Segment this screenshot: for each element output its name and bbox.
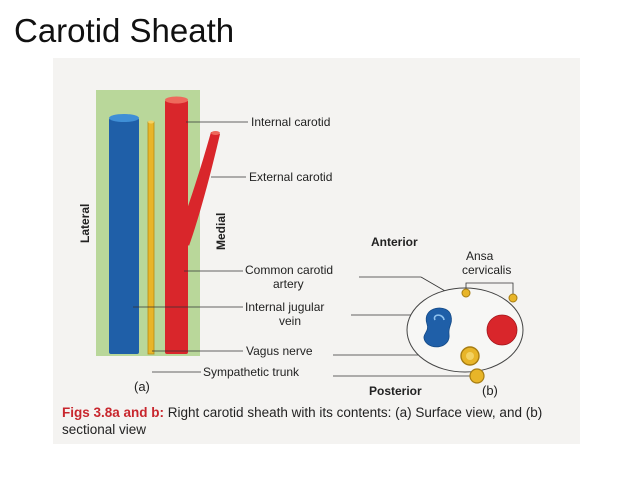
figure-caption-text: Right carotid sheath with its contents: …: [62, 405, 543, 437]
internal-jugular-label: Internal jugular: [245, 300, 324, 314]
surface-view-leader-lines: [133, 121, 248, 373]
slide-title: Carotid Sheath: [14, 12, 235, 49]
posterior-label: Posterior: [369, 384, 422, 398]
common-carotid-artery-shape: [165, 100, 188, 354]
internal-jugular-vein-section: [423, 307, 452, 348]
figure-drawing: Lateral Medial Internal carotid External…: [78, 90, 524, 398]
vagus-nerve-section-center: [466, 352, 474, 360]
internal-jugular-vein-shape: [109, 118, 139, 354]
sympathetic-trunk-label: Sympathetic trunk: [203, 365, 300, 379]
common-carotid-label: Common carotid: [245, 263, 333, 277]
vein-section-highlight: [433, 314, 445, 321]
ansa-cervicalis-node-left: [461, 288, 471, 298]
internal-jugular-vein-top: [109, 114, 139, 122]
common-carotid-section: [486, 314, 518, 346]
textbook-figure: Lateral Medial Internal carotid External…: [53, 58, 580, 444]
internal-carotid-top: [165, 96, 188, 104]
external-carotid-top: [211, 131, 220, 135]
panel-b-label: (b): [482, 383, 498, 398]
ansa-cervicalis-label: Ansa: [466, 249, 494, 263]
internal-carotid-label: Internal carotid: [251, 115, 330, 129]
vagus-nerve-top: [148, 120, 154, 124]
medial-label: Medial: [214, 213, 228, 250]
vagus-nerve-label: Vagus nerve: [246, 344, 313, 358]
external-carotid-label: External carotid: [249, 170, 332, 184]
anterior-label: Anterior: [371, 235, 418, 249]
ansa-cervicalis-label-line2: cervicalis: [462, 263, 511, 277]
vagus-nerve-shape: [147, 121, 155, 355]
ansa-cervicalis-node-right: [508, 293, 518, 303]
figure-reference: Figs 3.8a and b:: [62, 405, 165, 420]
common-carotid-label-line2: artery: [273, 277, 304, 291]
external-carotid-shape: [178, 132, 220, 246]
internal-jugular-label-line2: vein: [279, 314, 301, 328]
sympathetic-trunk-section: [469, 368, 485, 384]
panel-a-label: (a): [134, 379, 150, 394]
figure-caption: Figs 3.8a and b: Right carotid sheath wi…: [62, 404, 572, 438]
lateral-label: Lateral: [78, 204, 92, 243]
